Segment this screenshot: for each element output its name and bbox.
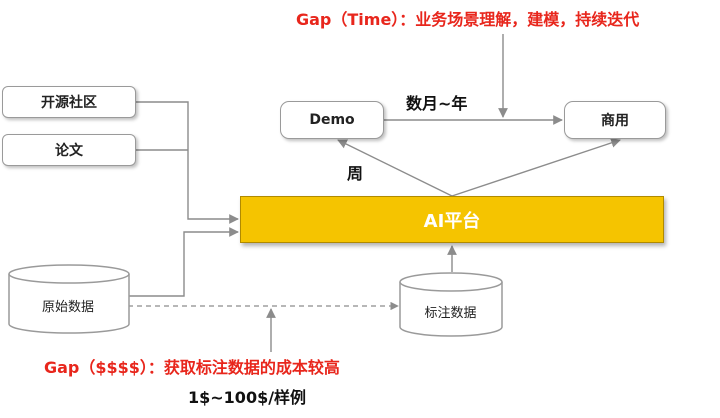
papers-label: 论文: [55, 143, 83, 159]
ai-platform-node: AI平台: [240, 196, 664, 243]
cost-range-label: 1$~100$/样例: [188, 388, 307, 407]
demo-node: Demo: [280, 101, 384, 139]
raw-data-label: 原始数据: [41, 300, 94, 315]
week-label: 周: [347, 164, 364, 183]
papers-node: 论文: [2, 134, 136, 166]
labeled-data-cylinder-shape: [399, 272, 503, 337]
platform-to-commercial-arrow: [451, 138, 621, 197]
demo-label: Demo: [309, 112, 355, 128]
labeled-data-node: 标注数据: [399, 272, 503, 337]
raw-data-cylinder-shape: [8, 264, 130, 334]
gap-time-annotation: Gap（Time）：业务场景理解，建模，持续迭代: [296, 10, 640, 29]
open-source-community-label: 开源社区: [41, 95, 97, 111]
ai-platform-label: AI平台: [423, 210, 481, 232]
open-source-to-platform-arrow: [136, 101, 239, 224]
months-years-label: 数月~年: [406, 94, 468, 113]
raw-data-to-platform-arrow: [128, 227, 239, 297]
platform-to-demo-arrow: [337, 139, 453, 197]
gap-cost-annotation: Gap（$$$$）：获取标注数据的成本较高: [44, 358, 340, 377]
open-source-community-node: 开源社区: [2, 86, 136, 118]
commercial-node: 商用: [564, 101, 666, 139]
raw-data-node: 原始数据: [8, 264, 130, 334]
labeled-data-label: 标注数据: [424, 306, 477, 321]
commercial-label: 商用: [601, 113, 629, 129]
